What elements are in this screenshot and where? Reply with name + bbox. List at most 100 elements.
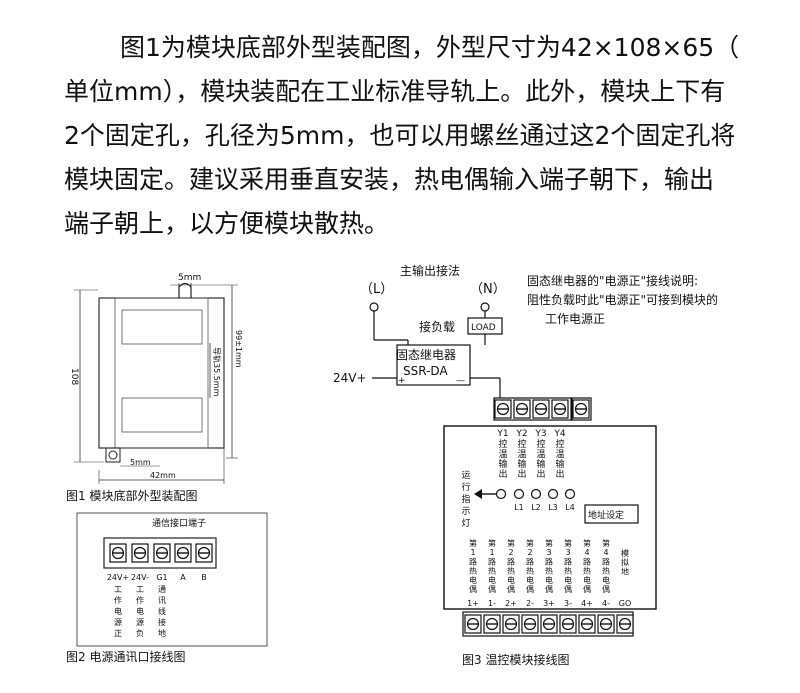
fig3-input-sign: 4- xyxy=(602,599,610,608)
fig1-module-drawing xyxy=(74,282,238,484)
fig3-input-screw xyxy=(559,614,577,634)
fig3-input-desc-char: 偶 xyxy=(545,584,553,594)
fig3-input-desc-char: 热 xyxy=(526,566,534,576)
fig1-dim-bottom-outer: 42mm xyxy=(150,471,176,480)
fig3-input-desc-char: 偶 xyxy=(583,584,591,594)
fig2-terminal-desc-char: 地 xyxy=(158,628,166,638)
fig3-led-label: L1 xyxy=(514,503,524,512)
fig3-input-screw xyxy=(464,614,482,634)
fig2-terminal-desc-char: 工 xyxy=(114,585,122,594)
fig2-frame xyxy=(76,512,268,647)
fig2-caption: 图2 电源通讯口接线图 xyxy=(66,649,185,664)
fig3-input-desc-char: 电 xyxy=(469,575,477,585)
fig3-input-desc-char: 第 xyxy=(469,538,477,548)
fig3-run-light-char: 运 xyxy=(461,470,470,481)
fig2-terminal-desc-char: 电 xyxy=(136,606,144,616)
fig3-input-desc-char: 第 xyxy=(545,538,553,548)
fig3-input-screw xyxy=(616,614,634,634)
fig3-input-desc-char: 路 xyxy=(507,556,515,566)
fig3-input-sign: 2- xyxy=(526,599,534,608)
fig2-screws xyxy=(109,543,213,563)
fig3-ssr-title: 固态继电器 xyxy=(396,348,456,362)
fig3-input-desc-char: 模 xyxy=(621,548,629,558)
fig3-output-desc-char: 控 xyxy=(498,438,507,450)
fig2-terminal-desc-char: 接 xyxy=(158,617,166,627)
fig3-24v-label: 24V+ xyxy=(333,371,367,385)
fig3-input-desc-char: 3 xyxy=(565,548,570,557)
fig3-note-line-3: 工作电源正 xyxy=(545,312,605,326)
fig3-input-desc-char: 偶 xyxy=(469,584,477,594)
fig3-input-desc-char: 路 xyxy=(545,556,553,566)
fig2-terminal-top-label: B xyxy=(201,573,207,582)
fig3-input-desc-char: 偶 xyxy=(526,584,534,594)
fig2-terminal-desc-char: 源 xyxy=(114,618,122,627)
fig3-input-desc-char: 2 xyxy=(527,548,532,557)
fig1-dim-top: 5mm xyxy=(178,273,201,283)
fig3-input-desc-char: 第 xyxy=(602,538,610,548)
fig3-ssr-minus: — xyxy=(456,376,465,386)
fig2-terminal-desc-char: 负 xyxy=(136,628,144,638)
fig2-terminal-desc-char: 通 xyxy=(158,584,166,594)
fig3-input-sign: 1+ xyxy=(467,599,479,608)
fig3-output-desc-char: 出 xyxy=(517,468,526,480)
fig3-output-desc-char: 输 xyxy=(536,458,545,470)
paragraph-line-4: 模块固定。建议采用垂直安装，热电偶输入端子朝下，输出 xyxy=(64,165,715,194)
fig3-input-desc-char: 偶 xyxy=(488,584,496,594)
fig3-input-desc-char: 热 xyxy=(488,566,496,576)
fig3-input-desc-char: 拟 xyxy=(621,557,629,567)
fig3-output-desc-char: 控 xyxy=(555,438,564,450)
fig2-terminal-desc-char: 工 xyxy=(136,585,144,594)
fig3-input-desc-char: 偶 xyxy=(507,584,515,594)
fig1-dim-rail: 导轨35.5mm xyxy=(212,347,222,397)
fig3-input-sign: GO xyxy=(619,599,632,608)
fig3-output-desc-char: 温 xyxy=(498,449,507,460)
paragraph-line-3: 2个固定孔，孔径为5mm，也可以用螺丝通过这2个固定孔将 xyxy=(64,121,736,150)
fig3-input-screw xyxy=(578,614,596,634)
fig3-input-desc-char: 热 xyxy=(545,566,553,576)
fig3-note-line-2: 阻性负载时此"电源正"可接到模块的 xyxy=(527,292,718,307)
fig2-terminal-desc-char: 正 xyxy=(114,629,122,638)
fig3-input-desc-char: 第 xyxy=(507,538,515,548)
fig3-output-desc-char: 温 xyxy=(536,449,545,460)
fig3-output-desc-char: 出 xyxy=(555,468,564,480)
fig3-note-line-1: 固态继电器的"电源正"接线说明: xyxy=(527,273,698,288)
fig3-input-desc-char: 3 xyxy=(546,548,551,557)
fig3-input-desc-char: 地 xyxy=(621,566,629,576)
fig3-input-desc-char: 第 xyxy=(583,538,591,548)
fig3-input-desc-char: 1 xyxy=(489,548,494,557)
fig3-output-desc-char: 出 xyxy=(536,468,545,480)
fig2-terminal-desc-char: 电 xyxy=(114,606,122,616)
fig3-input-desc-char: 第 xyxy=(526,538,534,548)
fig3-input-desc-char: 电 xyxy=(488,575,496,585)
fig3-run-light-char: 示 xyxy=(461,507,470,517)
intro-paragraph: 图1为模块底部外型装配图，外型尺寸为42×108×65（ 单位mm），模块装配在… xyxy=(64,26,784,246)
fig2-terminal-desc-char: 讯 xyxy=(158,596,166,605)
fig3-input-desc-char: 电 xyxy=(564,575,572,585)
fig3-input-screw xyxy=(597,614,615,634)
fig3-input-desc-char: 偶 xyxy=(564,584,572,594)
fig3-output-desc-char: 输 xyxy=(498,458,507,470)
fig3-input-screw xyxy=(502,614,520,634)
paragraph-line-1: 图1为模块底部外型装配图，外型尺寸为42×108×65（ xyxy=(120,33,740,62)
fig3-output-desc-char: 温 xyxy=(555,449,564,460)
fig3-input-labels: 第1路热电偶1+第1路热电偶1-第2路热电偶2+第2路热电偶2-第3路热电偶3+… xyxy=(467,538,631,608)
fig3-wiring xyxy=(369,302,657,637)
fig3-input-desc-char: 电 xyxy=(602,575,610,585)
fig3-output-desc-char: 温 xyxy=(517,449,526,460)
fig2-title: 通信接口端子 xyxy=(152,517,206,529)
fig3-input-desc-char: 第 xyxy=(564,538,572,548)
fig3-input-desc-char: 热 xyxy=(507,566,515,576)
fig3-input-screws xyxy=(464,614,634,634)
fig3-output-name: Y4 xyxy=(553,429,565,439)
fig2-terminal-desc-char: 作 xyxy=(114,595,122,605)
fig3-input-desc-char: 热 xyxy=(583,566,591,576)
fig3-ssr-plus: + xyxy=(398,376,406,386)
fig3-output-name: Y1 xyxy=(496,429,508,439)
fig3-l-label: （L） xyxy=(360,282,393,297)
fig2-terminal-top-label: 24V+ xyxy=(107,573,129,582)
fig3-load-label: 接负载 xyxy=(419,319,455,334)
fig3-input-screw xyxy=(540,614,558,634)
